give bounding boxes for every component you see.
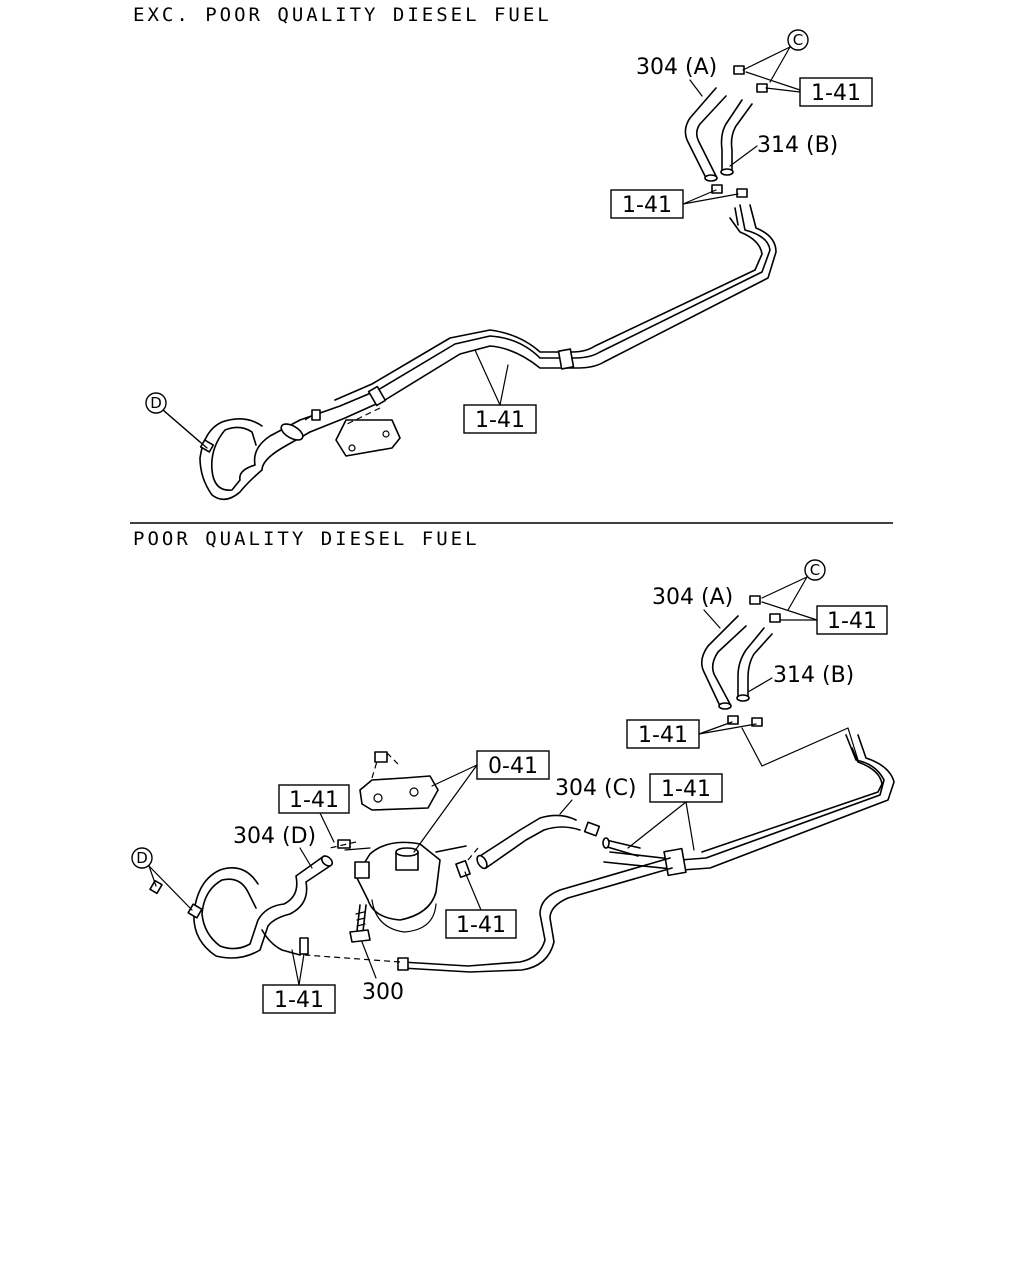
clip-c-bottom [727,595,781,727]
svg-text:1-41: 1-41 [274,988,324,1013]
clip-c-top [711,65,768,198]
label-304c-bottom: 304 (C) [555,776,637,801]
label-304a-top: 304 (A) [636,55,717,80]
ref-box-top-ab: 1-41 [610,189,739,219]
callout-d-top: D [145,392,208,449]
ref-box-bottom-lower: 1-41 [262,949,336,1014]
label-304a-bottom: 304 (A) [652,585,733,610]
ref-box-top-main: 1-41 [463,349,537,434]
label-314b-top: 314 (B) [757,133,838,158]
ref-box-bottom-d: 1-41 [278,784,350,843]
hose-loop-top [199,409,321,501]
ref-box-bottom-bracket: 0-41 [413,750,550,853]
hose-304c-bottom [476,814,641,870]
ref-box-bottom-clip: 1-41 [445,871,517,939]
hose-304d-bottom [149,855,334,959]
hose-314b-top [720,99,753,176]
svg-text:1-41: 1-41 [475,408,525,433]
svg-text:D: D [136,849,148,867]
svg-text:1-41: 1-41 [622,193,672,218]
fuel-filter [329,751,479,943]
label-300-bottom: 300 [362,980,404,1005]
svg-text:C: C [793,31,803,49]
ref-box-bottom-ab: 1-41 [626,719,757,749]
ref-box-bottom-c: 1-41 [761,601,888,635]
bracket-top [335,407,401,457]
pipe-run-top [299,204,777,433]
svg-text:1-41: 1-41 [638,723,688,748]
svg-text:1-41: 1-41 [456,913,506,938]
hose-314b-bottom [736,627,773,702]
hose-304a-bottom [700,615,747,710]
label-314b-bottom: 314 (B) [773,663,854,688]
svg-text:D: D [150,394,162,412]
callout-c-bottom: C [761,559,826,611]
pipe-run-bottom [304,727,895,973]
svg-text:C: C [810,561,820,579]
ref-box-top-c: 1-41 [745,71,873,107]
hose-304a-top [684,87,727,182]
top-diagram: 304 (A) 314 (B) C 1-41 1-41 1-41 [145,29,873,501]
svg-text:1-41: 1-41 [661,777,711,802]
svg-text:1-41: 1-41 [289,788,339,813]
section-title-bottom: POOR QUALITY DIESEL FUEL [133,528,480,550]
svg-text:1-41: 1-41 [811,81,861,106]
callout-d-bottom: D [131,847,193,911]
label-304d-bottom: 304 (D) [233,824,316,849]
callout-c-top: C [742,29,809,83]
section-title-top: EXC. POOR QUALITY DIESEL FUEL [133,4,552,26]
ref-box-bottom-main: 1-41 [627,773,723,851]
svg-text:1-41: 1-41 [827,609,877,634]
bottom-diagram: 304 (A) 314 (B) 304 (C) 304 (D) 300 C 1-… [131,559,895,1014]
svg-text:0-41: 0-41 [488,754,538,779]
